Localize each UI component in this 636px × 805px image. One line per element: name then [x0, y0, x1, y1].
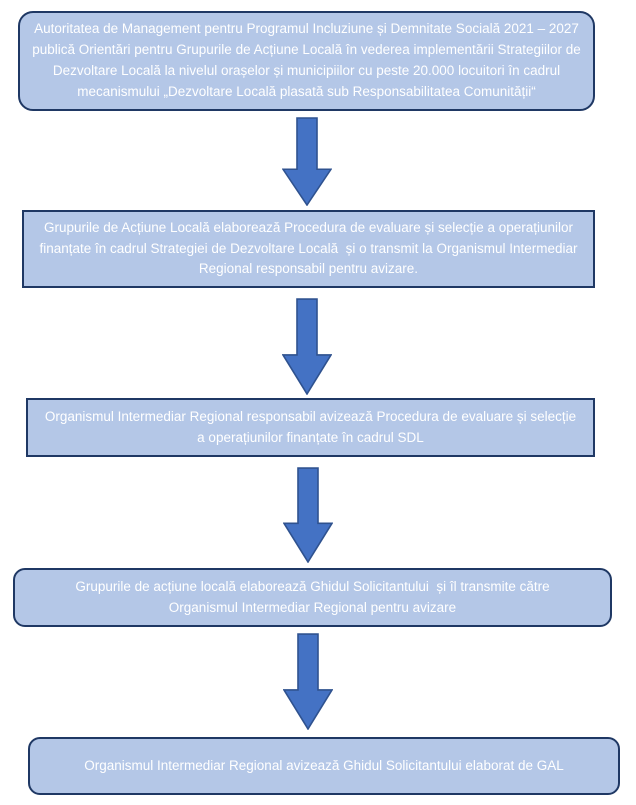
flow-step-1-text: Autoritatea de Management pentru Program… — [32, 21, 585, 99]
flow-step-4-text: Grupurile de acțiune locală elaborează G… — [75, 578, 554, 615]
down-arrow-icon — [282, 117, 332, 206]
flow-step-1: Autoritatea de Management pentru Program… — [18, 11, 595, 111]
flow-step-2-text: Grupurile de Acțiune Locală elaborează P… — [39, 219, 582, 277]
flow-step-3: Organismul Intermediar Regional responsa… — [26, 398, 595, 457]
flow-step-5: Organismul Intermediar Regional avizează… — [28, 737, 620, 795]
down-arrow-icon — [283, 467, 333, 563]
flow-step-3-text: Organismul Intermediar Regional responsa… — [44, 408, 580, 445]
flow-step-2: Grupurile de Acțiune Locală elaborează P… — [22, 210, 595, 288]
down-arrow-icon — [283, 633, 333, 730]
down-arrow-icon — [282, 298, 332, 395]
flow-step-5-text: Organismul Intermediar Regional avizează… — [84, 757, 564, 773]
flow-step-4: Grupurile de acțiune locală elaborează G… — [13, 568, 612, 627]
